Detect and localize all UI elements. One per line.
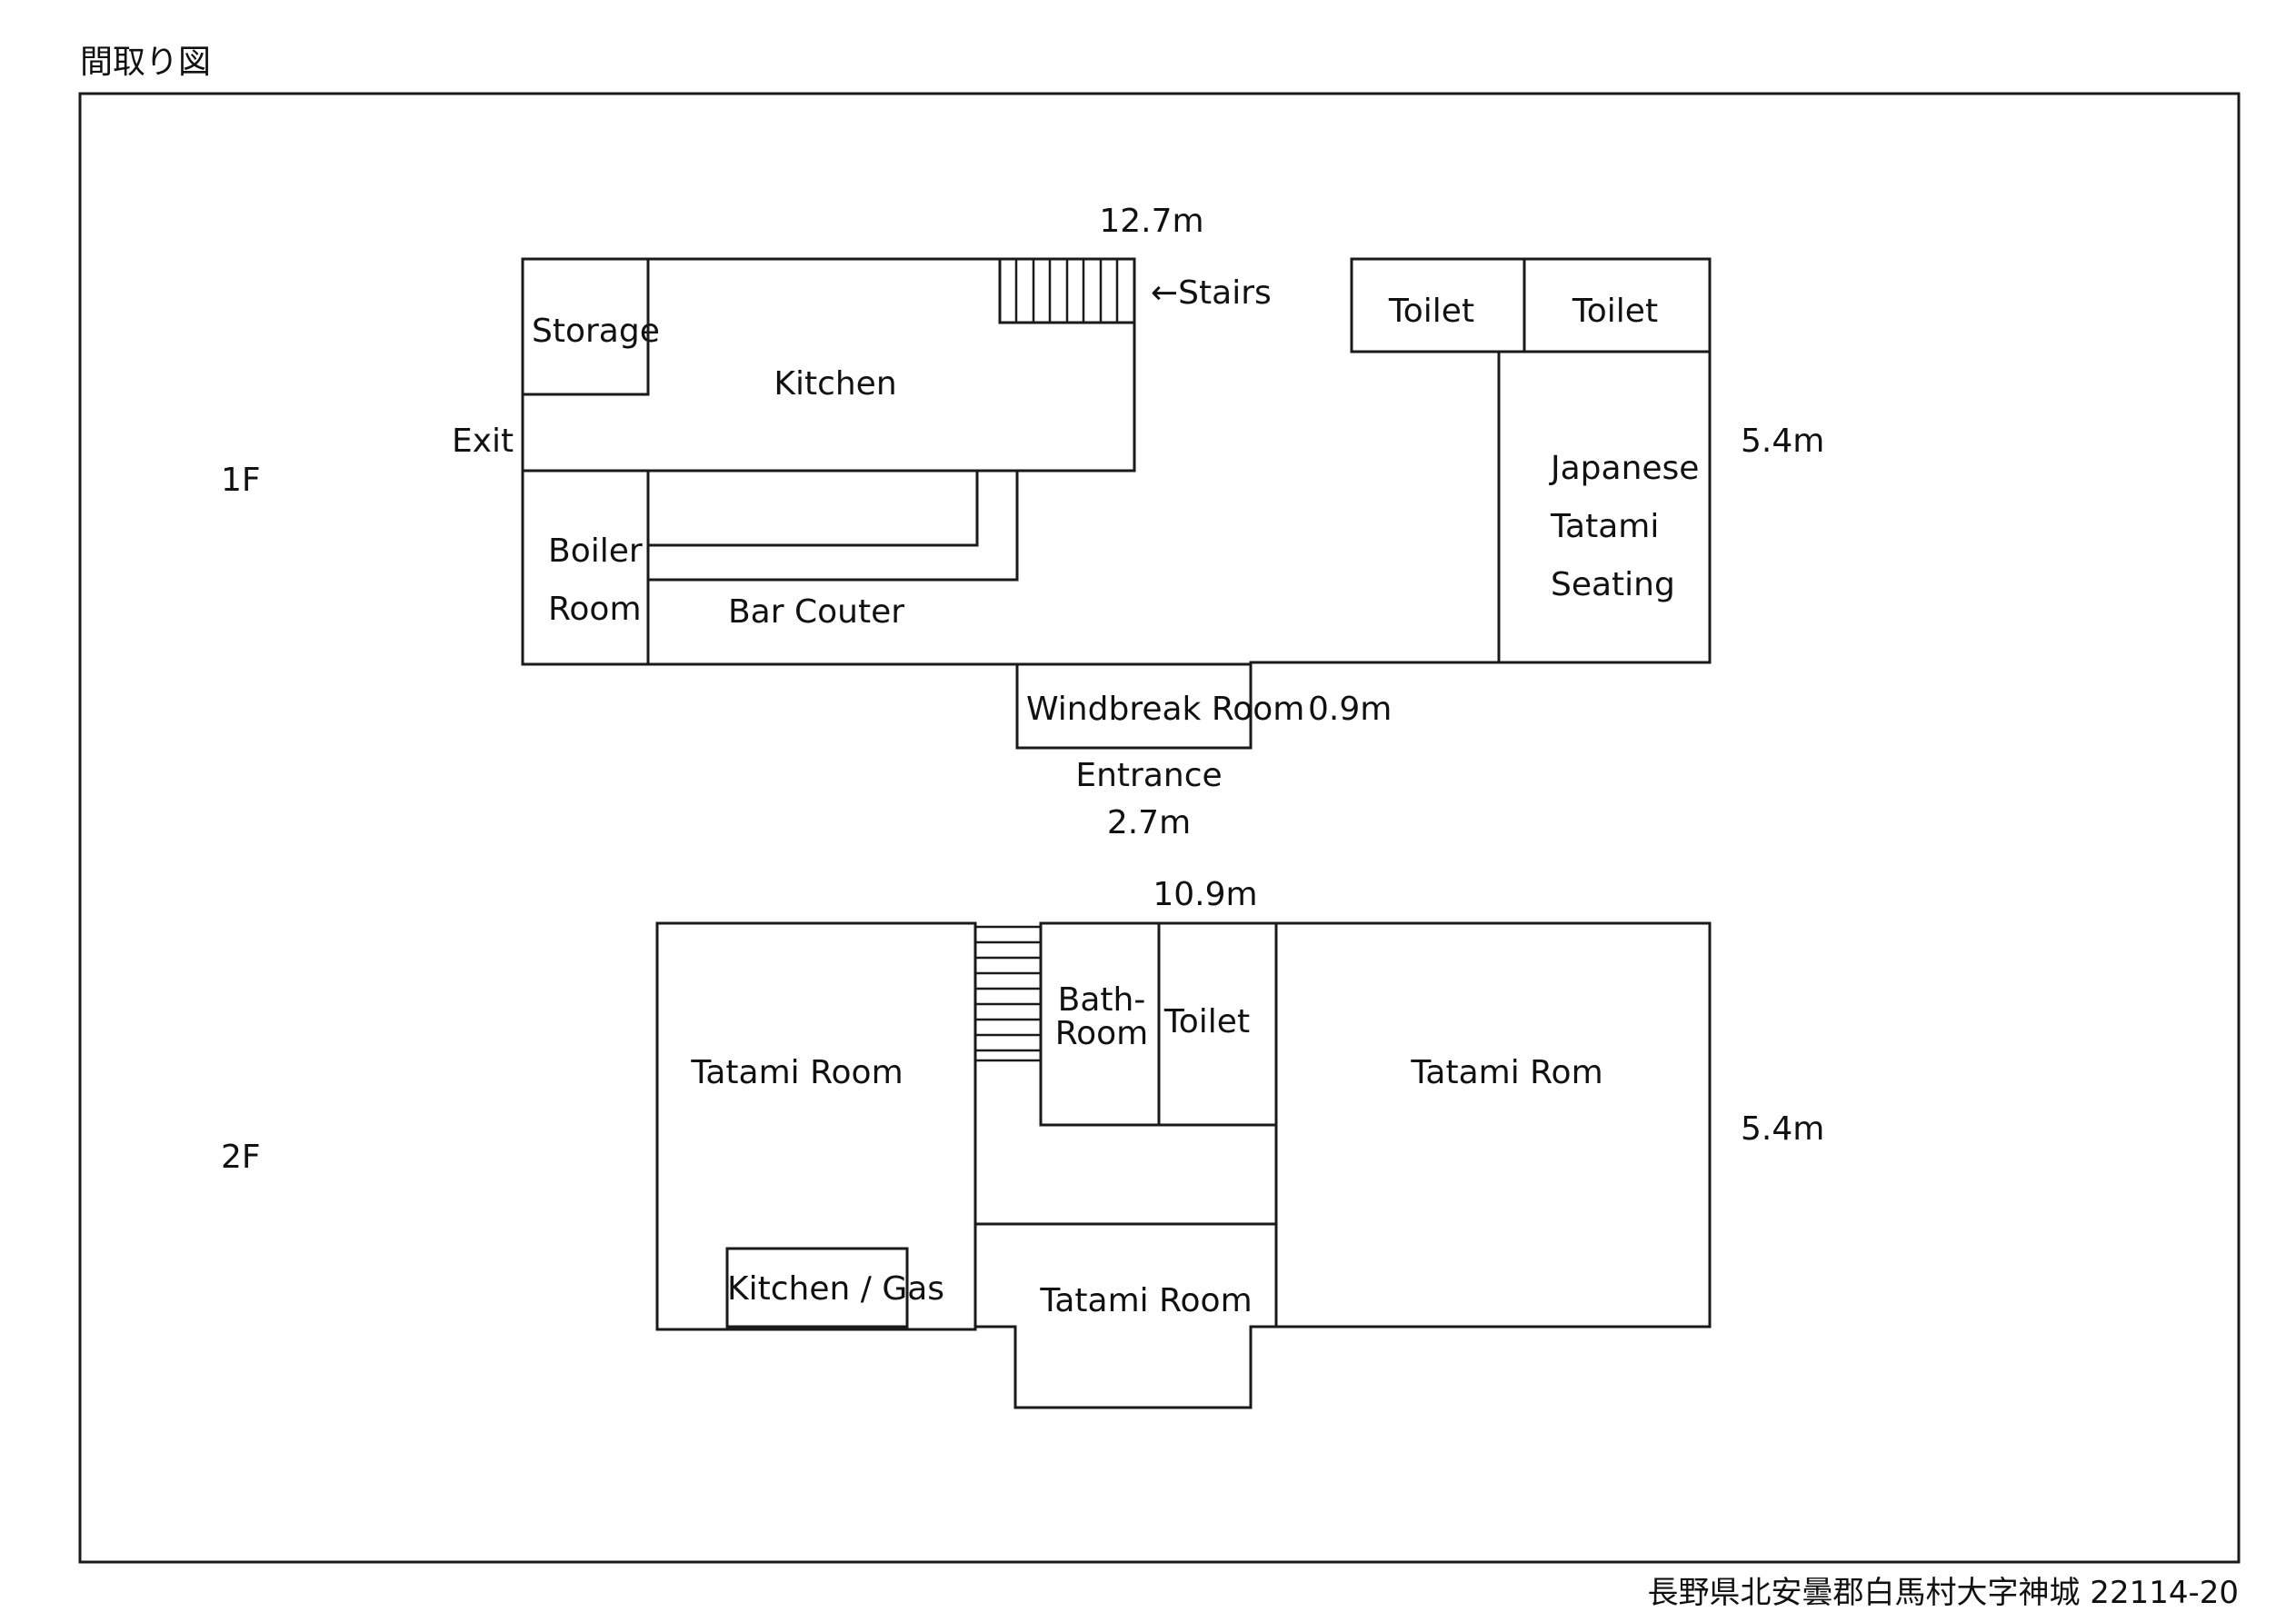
- windbreak-room: [1015, 662, 1253, 750]
- tatami-room-left: [655, 921, 977, 1331]
- floor-1-depth-dimension: 5.4m: [1741, 423, 1824, 460]
- boiler-label-line2: Room: [548, 591, 642, 628]
- floor-2-plan: 2F 10.9m 5.4m Tatami Room Kitchen / Gas …: [221, 876, 1824, 1409]
- bar-counter-outer: [648, 471, 1019, 582]
- toilet-2f-label: Toilet: [1163, 1003, 1250, 1040]
- toilet-2-label: Toilet: [1572, 293, 1658, 330]
- japanese-label-line1: Japanese: [1549, 450, 1699, 487]
- floor-2-label: 2F: [221, 1139, 261, 1176]
- kitchen-label: Kitchen: [774, 365, 896, 403]
- tatami-room-right: [1274, 921, 1712, 1328]
- floor-2-width-dimension: 10.9m: [1153, 876, 1257, 913]
- bar-counter-inner: [648, 471, 979, 547]
- kitchen-gas-box: [725, 1247, 909, 1328]
- japanese-label-line3: Seating: [1551, 566, 1675, 603]
- floor-2-stairs: [975, 925, 1041, 1062]
- boiler-room: [521, 469, 650, 666]
- floor-1-width-dimension: 12.7m: [1099, 203, 1203, 240]
- tatami-right-label: Tatami Rom: [1410, 1054, 1602, 1091]
- entrance-depth-dimension: 0.9m: [1308, 691, 1392, 728]
- floor-1-label: 1F: [221, 462, 261, 499]
- exit-label: Exit: [452, 423, 514, 460]
- page-title: 間取り図: [80, 44, 211, 81]
- entrance-width-dimension: 2.7m: [1107, 804, 1191, 841]
- tatami-left-label: Tatami Room: [690, 1054, 903, 1091]
- floor-1-plan: 1F 12.7m 5.4m Storage Kitchen ←Stairs Ex…: [221, 203, 1824, 841]
- kitchen-gas-label: Kitchen / Gas: [727, 1270, 944, 1308]
- toilet-1-label: Toilet: [1388, 293, 1474, 330]
- japanese-label-line2: Tatami: [1550, 508, 1659, 545]
- floor-1-stairs: [998, 257, 1136, 324]
- windbreak-label: Windbreak Room: [1026, 691, 1304, 728]
- boiler-label-line1: Boiler: [548, 532, 643, 570]
- japanese-tatami-seating-room: [1497, 350, 1712, 664]
- central-hall: [973, 923, 1278, 1409]
- tatami-center-label: Tatami Room: [1039, 1282, 1252, 1319]
- bar-counter-label: Bar Couter: [728, 593, 904, 631]
- stairs-label: ←Stairs: [1151, 274, 1272, 312]
- plan-frame: [78, 92, 2241, 1564]
- address-text: 長野県北安曇郡白馬村大字神城 22114-20: [1648, 1575, 2240, 1611]
- bath-label-line2: Room: [1055, 1015, 1149, 1052]
- floor-2-depth-dimension: 5.4m: [1741, 1110, 1824, 1148]
- bath-label-line1: Bath-: [1058, 981, 1146, 1019]
- entrance-label: Entrance: [1075, 757, 1222, 794]
- kitchen-room: [521, 259, 1136, 473]
- storage-label: Storage: [532, 313, 660, 350]
